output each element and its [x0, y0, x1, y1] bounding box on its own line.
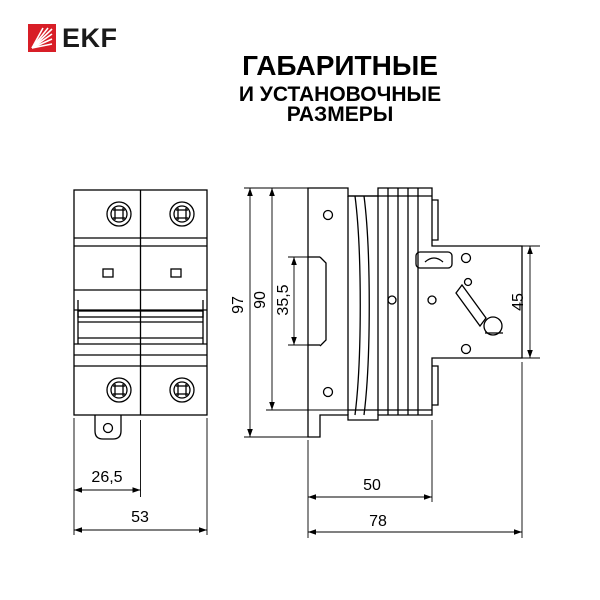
front-view: [73, 189, 208, 440]
dim-label-body-height: 90: [252, 291, 269, 309]
indicator-window-1: [102, 268, 114, 278]
side-toggle-lever: [455, 283, 487, 328]
dim-label-rail-height: 35,5: [275, 284, 292, 315]
dim-label-front-height: 45: [510, 293, 527, 311]
side-view: [307, 187, 523, 438]
side-indicator-window: [415, 251, 453, 269]
title-line-1: ГАБАРИТНЫЕ: [242, 50, 438, 81]
side-body-outline: [307, 187, 523, 438]
dim-label-pole-width: 26,5: [91, 469, 122, 486]
title-line-3: РАЗМЕРЫ: [286, 103, 394, 126]
dim-label-rail-depth: 50: [363, 477, 381, 494]
indicator-window-2: [170, 268, 182, 278]
terminal-screw-top-left: [106, 201, 132, 227]
front-dimensions: [73, 418, 208, 535]
side-dimensions: [244, 187, 540, 538]
ekf-logo-icon: [28, 24, 56, 52]
brand-name: EKF: [62, 23, 118, 53]
title-line-2: И УСТАНОВОЧНЫЕ: [238, 83, 442, 106]
terminal-screw-bottom-right: [169, 377, 195, 403]
ekf-logo: EKF: [28, 23, 138, 53]
din-clip-tab: [94, 415, 122, 440]
terminal-screw-top-right: [169, 201, 195, 227]
dim-label-total-height: 97: [230, 296, 247, 314]
terminal-screw-bottom-left: [106, 377, 132, 403]
dim-label-total-depth: 78: [369, 513, 387, 530]
dim-label-total-width: 53: [131, 509, 149, 526]
